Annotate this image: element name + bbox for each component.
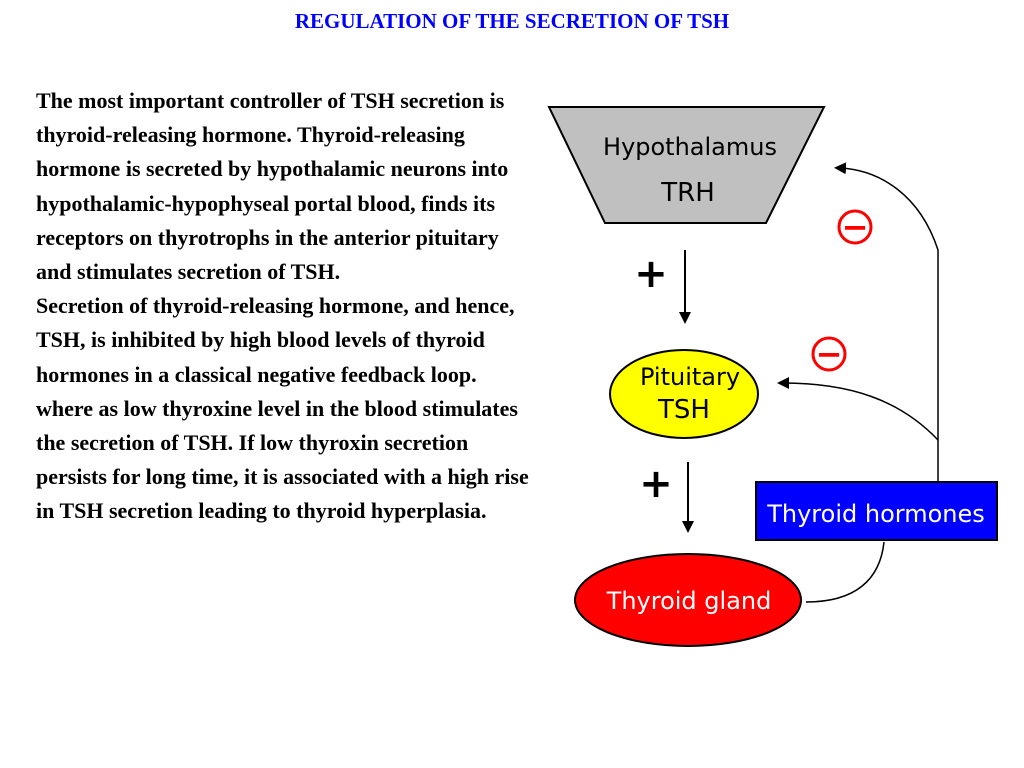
thyroid-hormones-label: Thyroid hormones: [766, 500, 985, 528]
inhibit-sign-hypothalamus: −: [837, 208, 873, 246]
thyroid-hormones-box: [755, 481, 998, 541]
hypothalamus-node: Hypothalamus TRH: [547, 106, 826, 224]
thyroid-gland-label: Thyroid gland: [606, 587, 772, 615]
feedback-to-hypothalamus-path: [834, 162, 939, 482]
inhibit-circle-hypothalamus: [837, 209, 873, 245]
hypothalamus-shape: [547, 106, 826, 224]
slide-title: REGULATION OF THE SECRETION OF TSH: [294, 9, 730, 33]
body-text: The most important controller of TSH sec…: [36, 84, 536, 529]
hypothalamus-label: Hypothalamus: [603, 133, 777, 161]
trh-label: TRH: [660, 178, 715, 208]
pituitary-node: Pituitary TSH: [609, 349, 759, 439]
pituitary-label: Pituitary: [640, 363, 740, 391]
tsh-label: TSH: [657, 395, 710, 425]
paragraph-negative-feedback: Secretion of thyroid-releasing hormone, …: [36, 293, 529, 524]
paragraph-trh-control: The most important controller of TSH sec…: [36, 88, 509, 285]
thyroid-hormones-node: Thyroid hormones: [755, 481, 998, 541]
thyroid-gland-to-hormones-curve: [805, 541, 885, 603]
inhibit-circle-pituitary: [811, 336, 847, 372]
inhibit-sign-pituitary: −: [811, 335, 847, 373]
inhibit-minus-pituitary: −: [816, 335, 843, 373]
stimulate-plus-sign-top: +: [634, 251, 668, 297]
thyroid-gland-shape: [574, 553, 802, 647]
feedback-to-pituitary-path: [777, 377, 939, 441]
pituitary-shape: [609, 349, 759, 439]
inhibit-minus-hypothalamus: −: [842, 208, 869, 246]
thyroid-gland-node: Thyroid gland: [574, 553, 802, 647]
stimulate-plus-sign-bottom: +: [639, 461, 673, 507]
